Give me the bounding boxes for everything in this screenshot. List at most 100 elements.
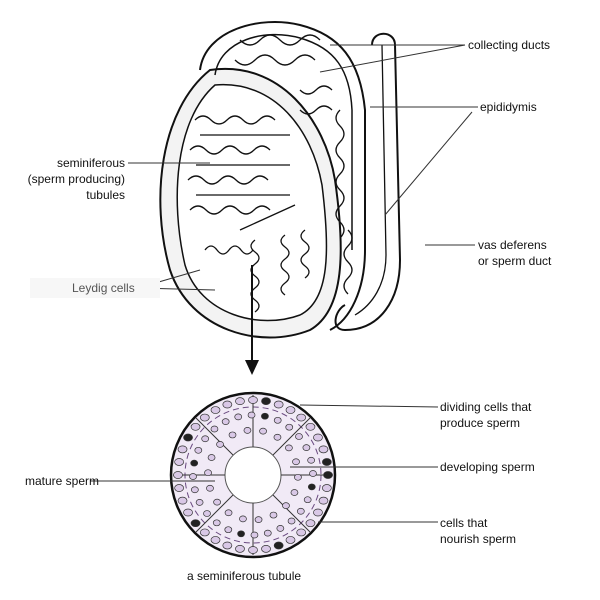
tubule-cell (318, 445, 329, 454)
label-seminiferous: seminiferous (sperm producing) tubules (28, 155, 125, 203)
leader-lines (90, 44, 478, 523)
tubule-cell (318, 496, 329, 505)
tubule-cell (247, 411, 256, 419)
tubule-cell (296, 507, 305, 515)
tubule-cell (285, 536, 296, 544)
tubule-cell (213, 498, 221, 506)
tubule-cell (199, 413, 210, 422)
tubule-cell (222, 541, 233, 550)
label-vas-line2: or sperm duct (478, 254, 552, 268)
tubule-cell (307, 456, 316, 464)
tubule-cell (287, 517, 296, 525)
label-nourish-cells: cells that nourish sperm (440, 515, 516, 547)
label-leydig-cells: Leydig cells (72, 281, 135, 295)
tubule-cell (313, 508, 323, 517)
tubule-cell (224, 509, 233, 517)
tubule-cell (322, 458, 332, 466)
label-mature-sperm: mature sperm (25, 474, 100, 488)
tubule-cell (305, 422, 316, 431)
tubule-cell (183, 433, 193, 442)
tubule-cell (285, 444, 293, 452)
label-nourish-line2: nourish sperm (440, 532, 517, 546)
tubule-cell (203, 510, 211, 517)
testis-inner (176, 84, 328, 322)
tubule-cell (189, 473, 197, 480)
tubule-cell (173, 471, 183, 479)
tubule-cell (248, 546, 258, 554)
tubule-cell (261, 545, 271, 553)
tubule-cell (269, 511, 278, 519)
tubule-cell (322, 484, 332, 492)
label-dividing-cells: dividing cells that produce sperm (440, 399, 531, 431)
caption-seminiferous-tubule: a seminiferous tubule (187, 569, 302, 583)
tubule-cell (307, 483, 316, 491)
tubule-cell (204, 469, 212, 477)
tubule-cell (210, 425, 219, 433)
tubule-cell (234, 413, 243, 421)
tubule-cell (261, 397, 271, 405)
tubule-cell (216, 441, 224, 448)
tubule-cell (190, 422, 201, 431)
tubule-cell (294, 473, 302, 481)
tubule-cell (190, 459, 199, 467)
epididymis-outline (199, 21, 366, 331)
tubule-cell (285, 423, 294, 431)
seminiferous-tubules (187, 115, 310, 313)
tubule-cell (259, 427, 267, 435)
tubule-cell (282, 502, 290, 509)
tubule-cell (296, 528, 307, 537)
label-developing-sperm: developing sperm (440, 460, 535, 474)
tubule-cell (250, 531, 259, 539)
tubule-cell (235, 397, 245, 405)
label-vas-deferens: vas deferens or sperm duct (478, 237, 551, 269)
tubule-cell (201, 435, 210, 443)
label-vas-line1: vas deferens (478, 238, 547, 252)
tubule-cell (183, 508, 193, 517)
tubule-cell (305, 519, 316, 528)
tubule-cell (199, 528, 210, 537)
tubule-cell (174, 484, 184, 492)
tubule-cell (222, 400, 233, 409)
label-dividing-line1: dividing cells that (440, 400, 532, 414)
tubule-cell (174, 458, 184, 466)
tubule-cell (177, 445, 188, 454)
tubule-cell (235, 545, 245, 553)
tubule-cell (210, 406, 221, 414)
vas-deferens (334, 32, 402, 332)
label-seminiferous-line1: seminiferous (56, 156, 125, 170)
label-epididymis: epididymis (480, 100, 537, 114)
label-seminiferous-line2: (sperm producing) (27, 172, 125, 186)
tubule-cell (276, 525, 285, 532)
tubule-cell (295, 433, 303, 440)
tubule-cell (273, 541, 284, 550)
tubule-cell (177, 496, 188, 505)
tubule-cell (228, 431, 237, 439)
tubule-cell (207, 454, 216, 461)
tubule-cell (190, 486, 199, 494)
arrow-head (245, 360, 259, 375)
tubule-cell (323, 471, 333, 479)
tubule-cell (303, 496, 312, 504)
tubule-cell (292, 458, 300, 466)
label-seminiferous-line3: tubules (86, 188, 125, 202)
tubule-cell (248, 396, 258, 404)
tubule-cells (173, 396, 333, 554)
tubule-cell (290, 489, 299, 496)
tubule-cell (239, 515, 247, 523)
tubule-cell (243, 426, 252, 434)
tubule-cell (309, 470, 317, 477)
tubule-cell (194, 446, 203, 454)
tubule-cell (221, 418, 230, 425)
tubule-cell (273, 433, 282, 441)
tubule-cell (285, 406, 296, 414)
tubule-cell (254, 516, 263, 524)
tubule-cell (206, 484, 214, 492)
tubule-cell (190, 519, 201, 528)
label-nourish-line1: cells that (440, 516, 488, 530)
tubule-cell (195, 498, 204, 506)
tubule-cell (273, 416, 282, 424)
tubule-cell (263, 529, 272, 537)
label-collecting-ducts: collecting ducts (468, 38, 551, 52)
tubule-cell (313, 433, 323, 442)
